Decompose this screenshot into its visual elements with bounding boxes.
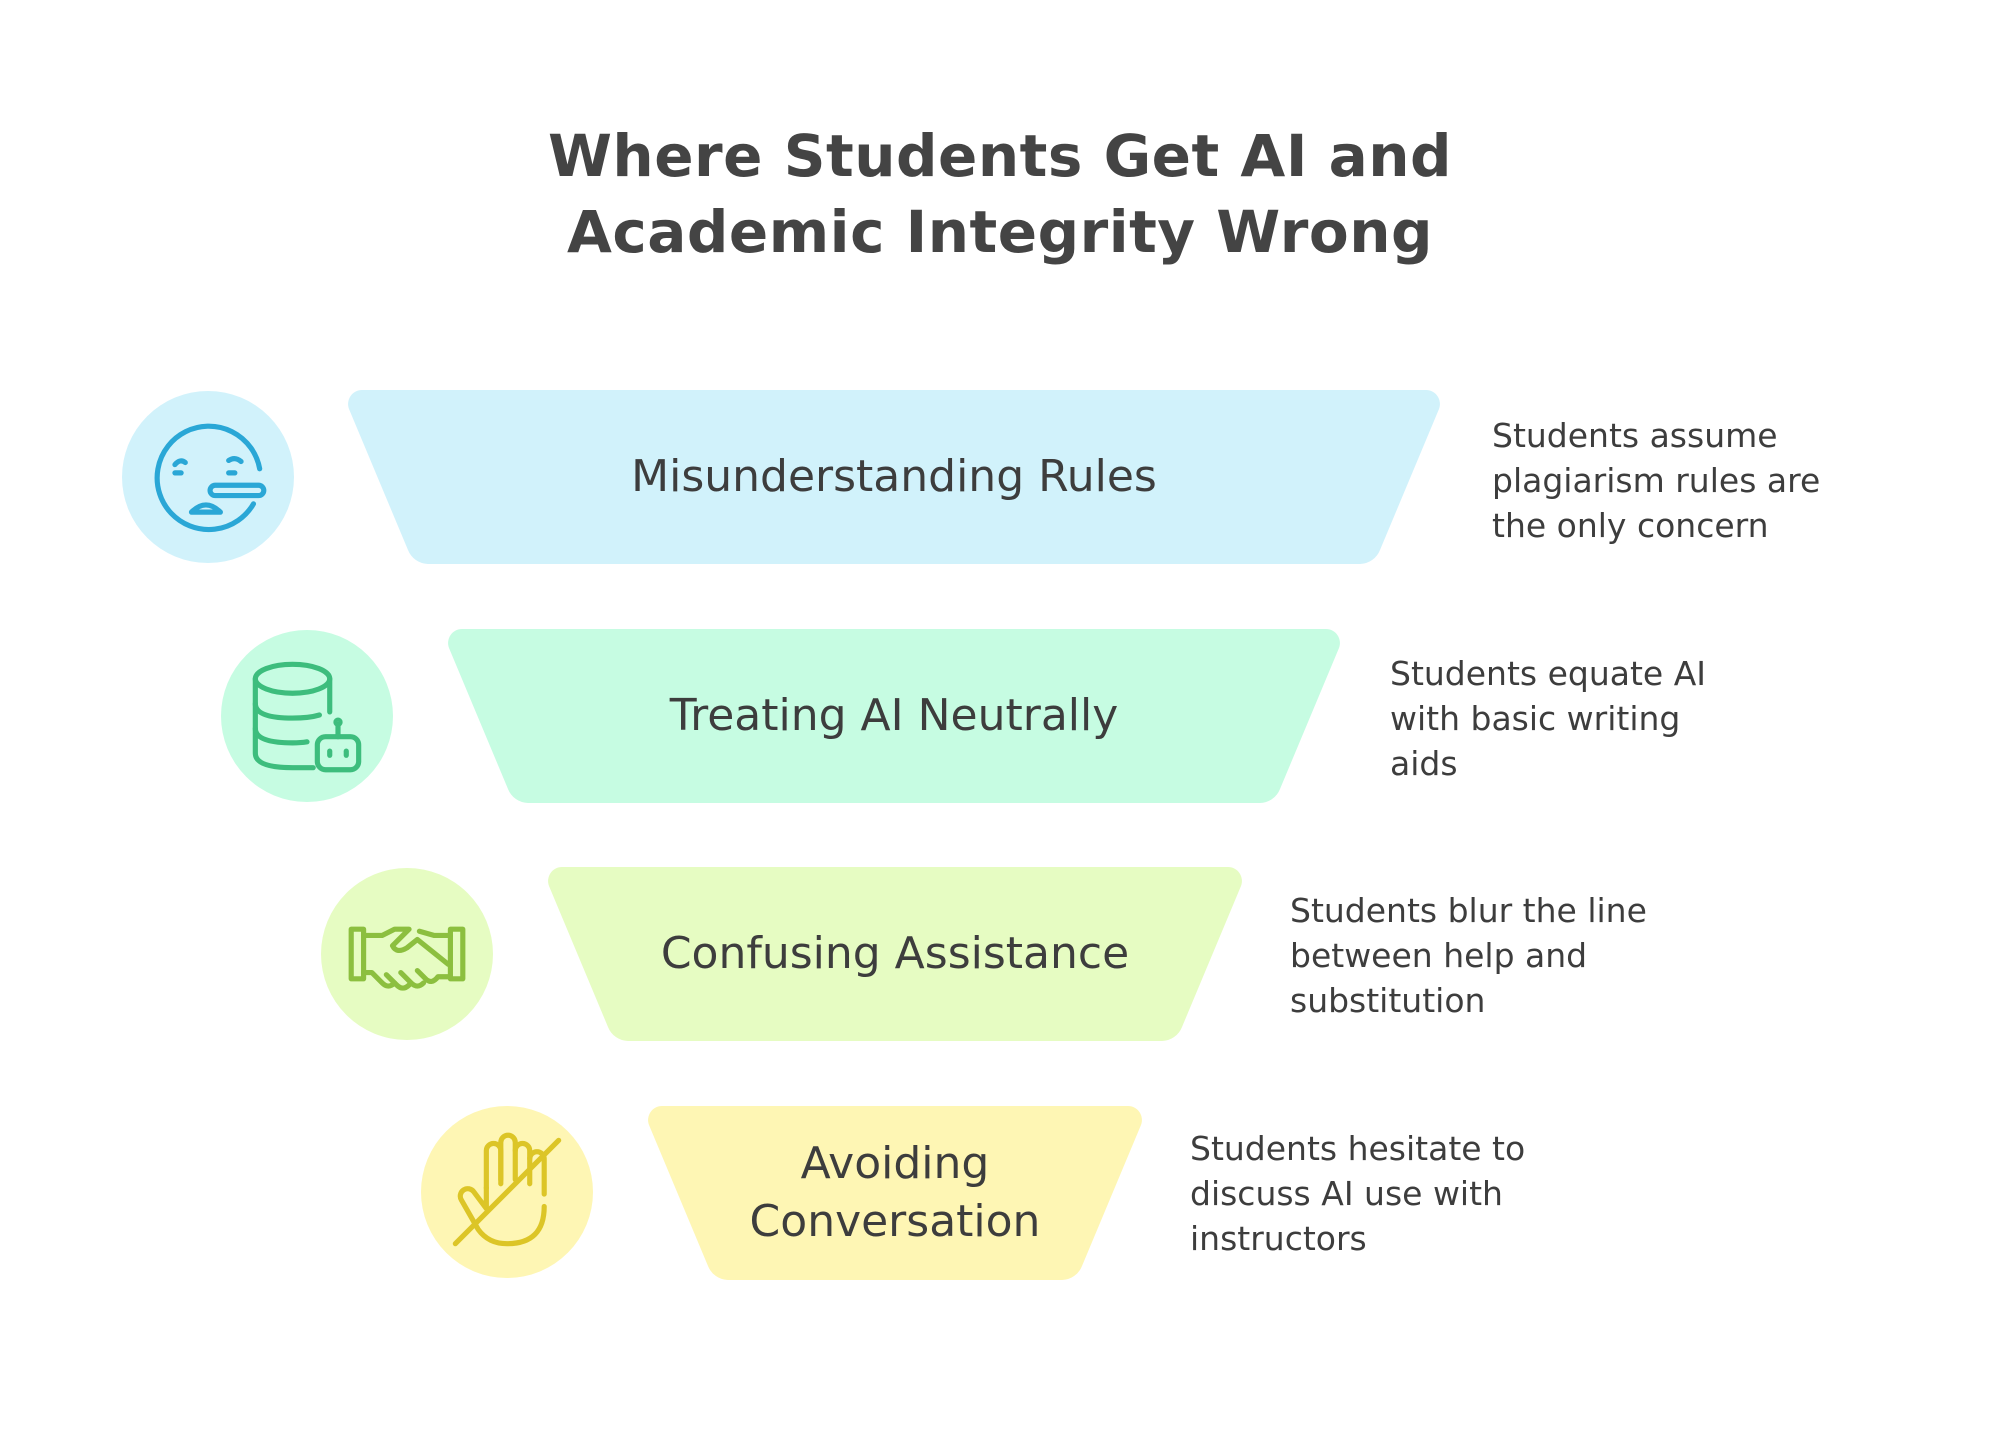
segment-shape [348,390,1440,564]
treating-ai-neutrally-label: Treating AI Neutrally [669,690,1119,741]
database-robot-icon [252,661,362,773]
description-line: the only concern [1492,506,1769,545]
title-line-2: Academic Integrity Wrong [566,198,1434,266]
avoiding-conversation-description: Students hesitate to discuss AI use with… [1190,1126,1525,1261]
description-line: between help and [1290,936,1588,975]
hand-stop-off-icon [452,1132,562,1247]
confusing-assistance-label: Confusing Assistance [660,928,1130,979]
description-line: with basic writing [1390,699,1681,738]
title-line-1: Where Students Get AI and [547,122,1453,190]
lying-face-icon [154,423,267,533]
description-line: Students blur the line [1290,891,1647,930]
confusing-assistance-segment: Confusing Assistance [548,867,1242,1041]
label-line: Conversation [749,1196,1041,1247]
description-line: Students hesitate to [1190,1129,1526,1168]
description-line: Students assume [1492,416,1778,455]
description-line: aids [1390,744,1458,783]
segment-shape [548,867,1242,1041]
avoiding-conversation-icon-circle [421,1106,593,1278]
avoiding-conversation-label: Avoiding Conversation [648,1106,1142,1280]
segment-shape [648,1106,1142,1280]
handshake-icon [348,926,466,991]
treating-ai-neutrally-segment: Treating AI Neutrally [448,629,1340,803]
treating-ai-neutrally-description: Students equate AI with basic writing ai… [1390,651,1706,786]
diagram-title: Where Students Get AI and Academic Integ… [0,118,2000,270]
description-line: plagiarism rules are [1492,461,1821,500]
label-line: Avoiding [800,1138,990,1189]
misunderstanding-rules-icon-circle [122,391,294,563]
avoiding-conversation-segment: Avoiding Conversation [648,1106,1142,1280]
description-line: Students equate AI [1390,654,1707,693]
confusing-assistance-description: Students blur the line between help and … [1290,888,1647,1023]
description-line: discuss AI use with [1190,1174,1503,1213]
description-line: instructors [1190,1219,1367,1258]
treating-ai-neutrally-icon-circle [221,630,393,802]
description-line: substitution [1290,981,1486,1020]
misunderstanding-rules-segment: Misunderstanding Rules [348,390,1440,564]
segment-shape [448,629,1340,803]
misunderstanding-rules-label: Misunderstanding Rules [631,451,1157,502]
confusing-assistance-icon-circle [321,868,493,1040]
misunderstanding-rules-description: Students assume plagiarism rules are the… [1492,413,1820,548]
